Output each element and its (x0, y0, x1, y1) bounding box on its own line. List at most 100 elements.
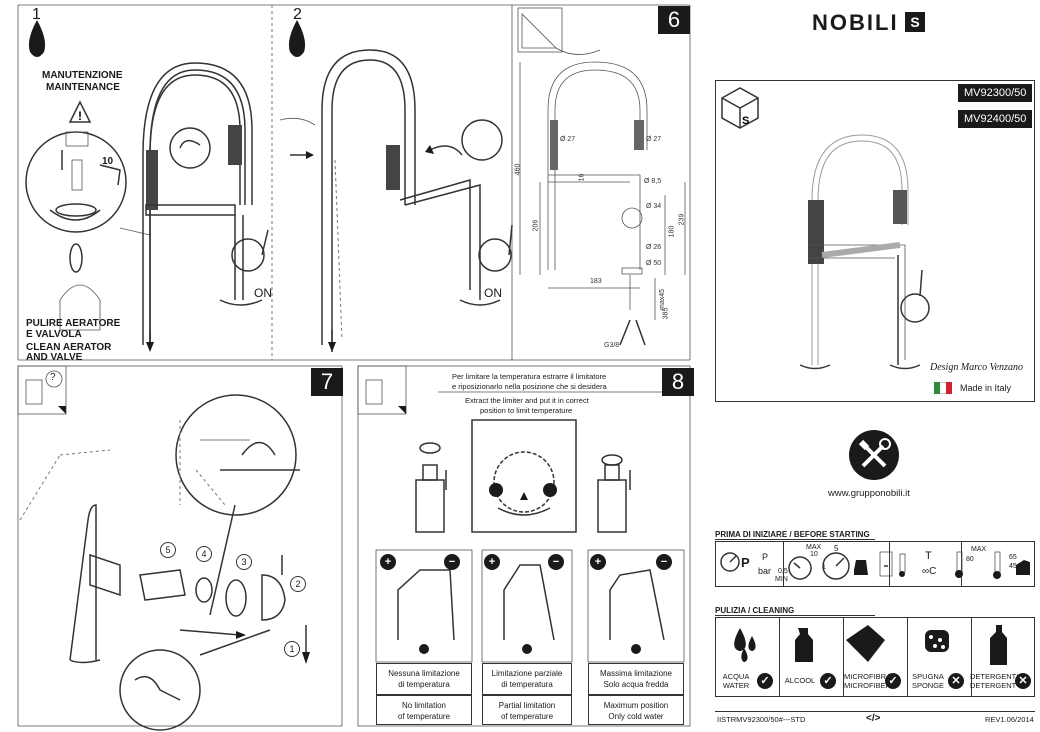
before-starting-title: PRIMA DI INIZIARE / BEFORE STARTING (715, 530, 875, 540)
code-icon: </> (866, 713, 881, 724)
website-link[interactable]: www.grupponobili.it (828, 488, 910, 499)
cross-icon: ✕ (948, 673, 964, 689)
brand-logo: NOBILI S (812, 10, 926, 35)
step8-instr-en-2: position to limit temperature (480, 406, 573, 415)
cleaning-title: PULIZIA / CLEANING (715, 606, 875, 616)
water-drop-icon (28, 20, 46, 57)
gauge-1: 1 (822, 564, 826, 571)
maintenance-label-en: MAINTENANCE (46, 82, 120, 93)
dim-g3-8: G3/8 (604, 342, 620, 349)
dim-d8-5: Ø 8,5 (644, 178, 662, 185)
panel-steps-1-2 (16, 6, 359, 358)
temp-t-label: T (925, 550, 932, 562)
cold-minus-icon: − (656, 554, 672, 570)
footer-divider (715, 711, 1035, 712)
cold-minus-icon: − (444, 554, 460, 570)
gauge-5: 5 (834, 544, 839, 553)
cold-minus-icon: − (548, 554, 564, 570)
model-number-2: MV92400/50 (958, 110, 1033, 128)
part-number-3: 3 (236, 554, 252, 570)
dim-d27-right: Ø 27 (646, 136, 662, 143)
sponge-icon (925, 630, 949, 652)
check-icon: ✓ (885, 673, 901, 689)
clean-alcohol-label: ALCOOL (784, 676, 816, 685)
detergent-bottle-icon (990, 625, 1007, 665)
svg-text:!: ! (78, 109, 82, 123)
part-number-4: 4 (196, 546, 212, 562)
cross-icon: ✕ (1015, 673, 1031, 689)
step2-on-label: ON (484, 286, 502, 300)
check-icon: ✓ (757, 673, 773, 689)
step8-number: 8 (662, 368, 694, 396)
temp-max-label: MAX (971, 546, 987, 553)
temp-c-label: ∞C (922, 566, 937, 577)
wrench-size: 10 (102, 156, 114, 167)
pressure-gauge-icon (720, 552, 740, 572)
dim-183: 183 (590, 278, 602, 285)
hot-plus-icon: + (380, 554, 396, 570)
tools-icon (849, 430, 899, 480)
temp-65: 65 (1009, 554, 1017, 561)
brand-name: NOBILI (812, 10, 899, 35)
revision: REV1.06/2014 (985, 715, 1034, 724)
made-in-italy: Made in Italy (960, 383, 1012, 393)
temp-80: 80 (966, 556, 974, 563)
maintenance-label-it: MANUTENZIONE (42, 70, 123, 81)
max-value: 10 (810, 551, 818, 558)
part-number-2: 2 (290, 576, 306, 592)
pressure-p-label: P (741, 555, 750, 570)
brand-logo-mark: S (905, 12, 926, 32)
step7-number: 7 (311, 368, 343, 396)
step8-instr-it-1: Per limitare la temperatura estrarre il … (452, 372, 607, 381)
before-starting-table (715, 541, 1035, 587)
dim-d34: Ø 34 (646, 203, 662, 210)
clean-label-it-2: E VALVOLA (26, 329, 82, 340)
step6-number: 6 (658, 6, 690, 34)
model-number-1: MV92300/50 (958, 84, 1033, 102)
max-label: MAX (806, 544, 822, 551)
pressure-bar-label: bar (758, 566, 772, 576)
svg-text:S: S (742, 115, 749, 127)
clean-label-it-1: PULIRE AERATORE (26, 318, 121, 329)
product-card (715, 80, 1035, 402)
cleaning-table (715, 617, 1035, 697)
microfiber-cloth-icon (846, 625, 885, 662)
hot-plus-icon: + (590, 554, 606, 570)
part-number-5: 5 (160, 542, 176, 558)
step2-number: 2 (293, 6, 302, 23)
step8-instr-en-1: Extract the limiter and put it in correc… (465, 396, 589, 405)
pressure-p-small: P (762, 552, 769, 562)
step1-on-label: ON (254, 286, 272, 300)
doc-code: IISTRMV92300/50#---STD (717, 715, 806, 724)
italy-flag-icon (934, 382, 952, 394)
spray-bottle-icon (795, 628, 813, 662)
dim-d27-left: Ø 27 (560, 136, 576, 143)
dim-d50: Ø 50 (646, 260, 662, 267)
hot-plus-icon: + (484, 554, 500, 570)
min-value: 0,5 (778, 568, 788, 575)
clean-label-en-1: CLEAN AERATOR (26, 342, 112, 353)
check-icon: ✓ (820, 673, 836, 689)
step7-question: ? (50, 372, 56, 383)
temp-45: 45 (1009, 563, 1017, 570)
designer-credit: Design Marco Venzano (930, 362, 1023, 373)
step1-number: 1 (32, 6, 41, 23)
part-number-1: 1 (284, 641, 300, 657)
water-drop-icon (288, 20, 306, 57)
